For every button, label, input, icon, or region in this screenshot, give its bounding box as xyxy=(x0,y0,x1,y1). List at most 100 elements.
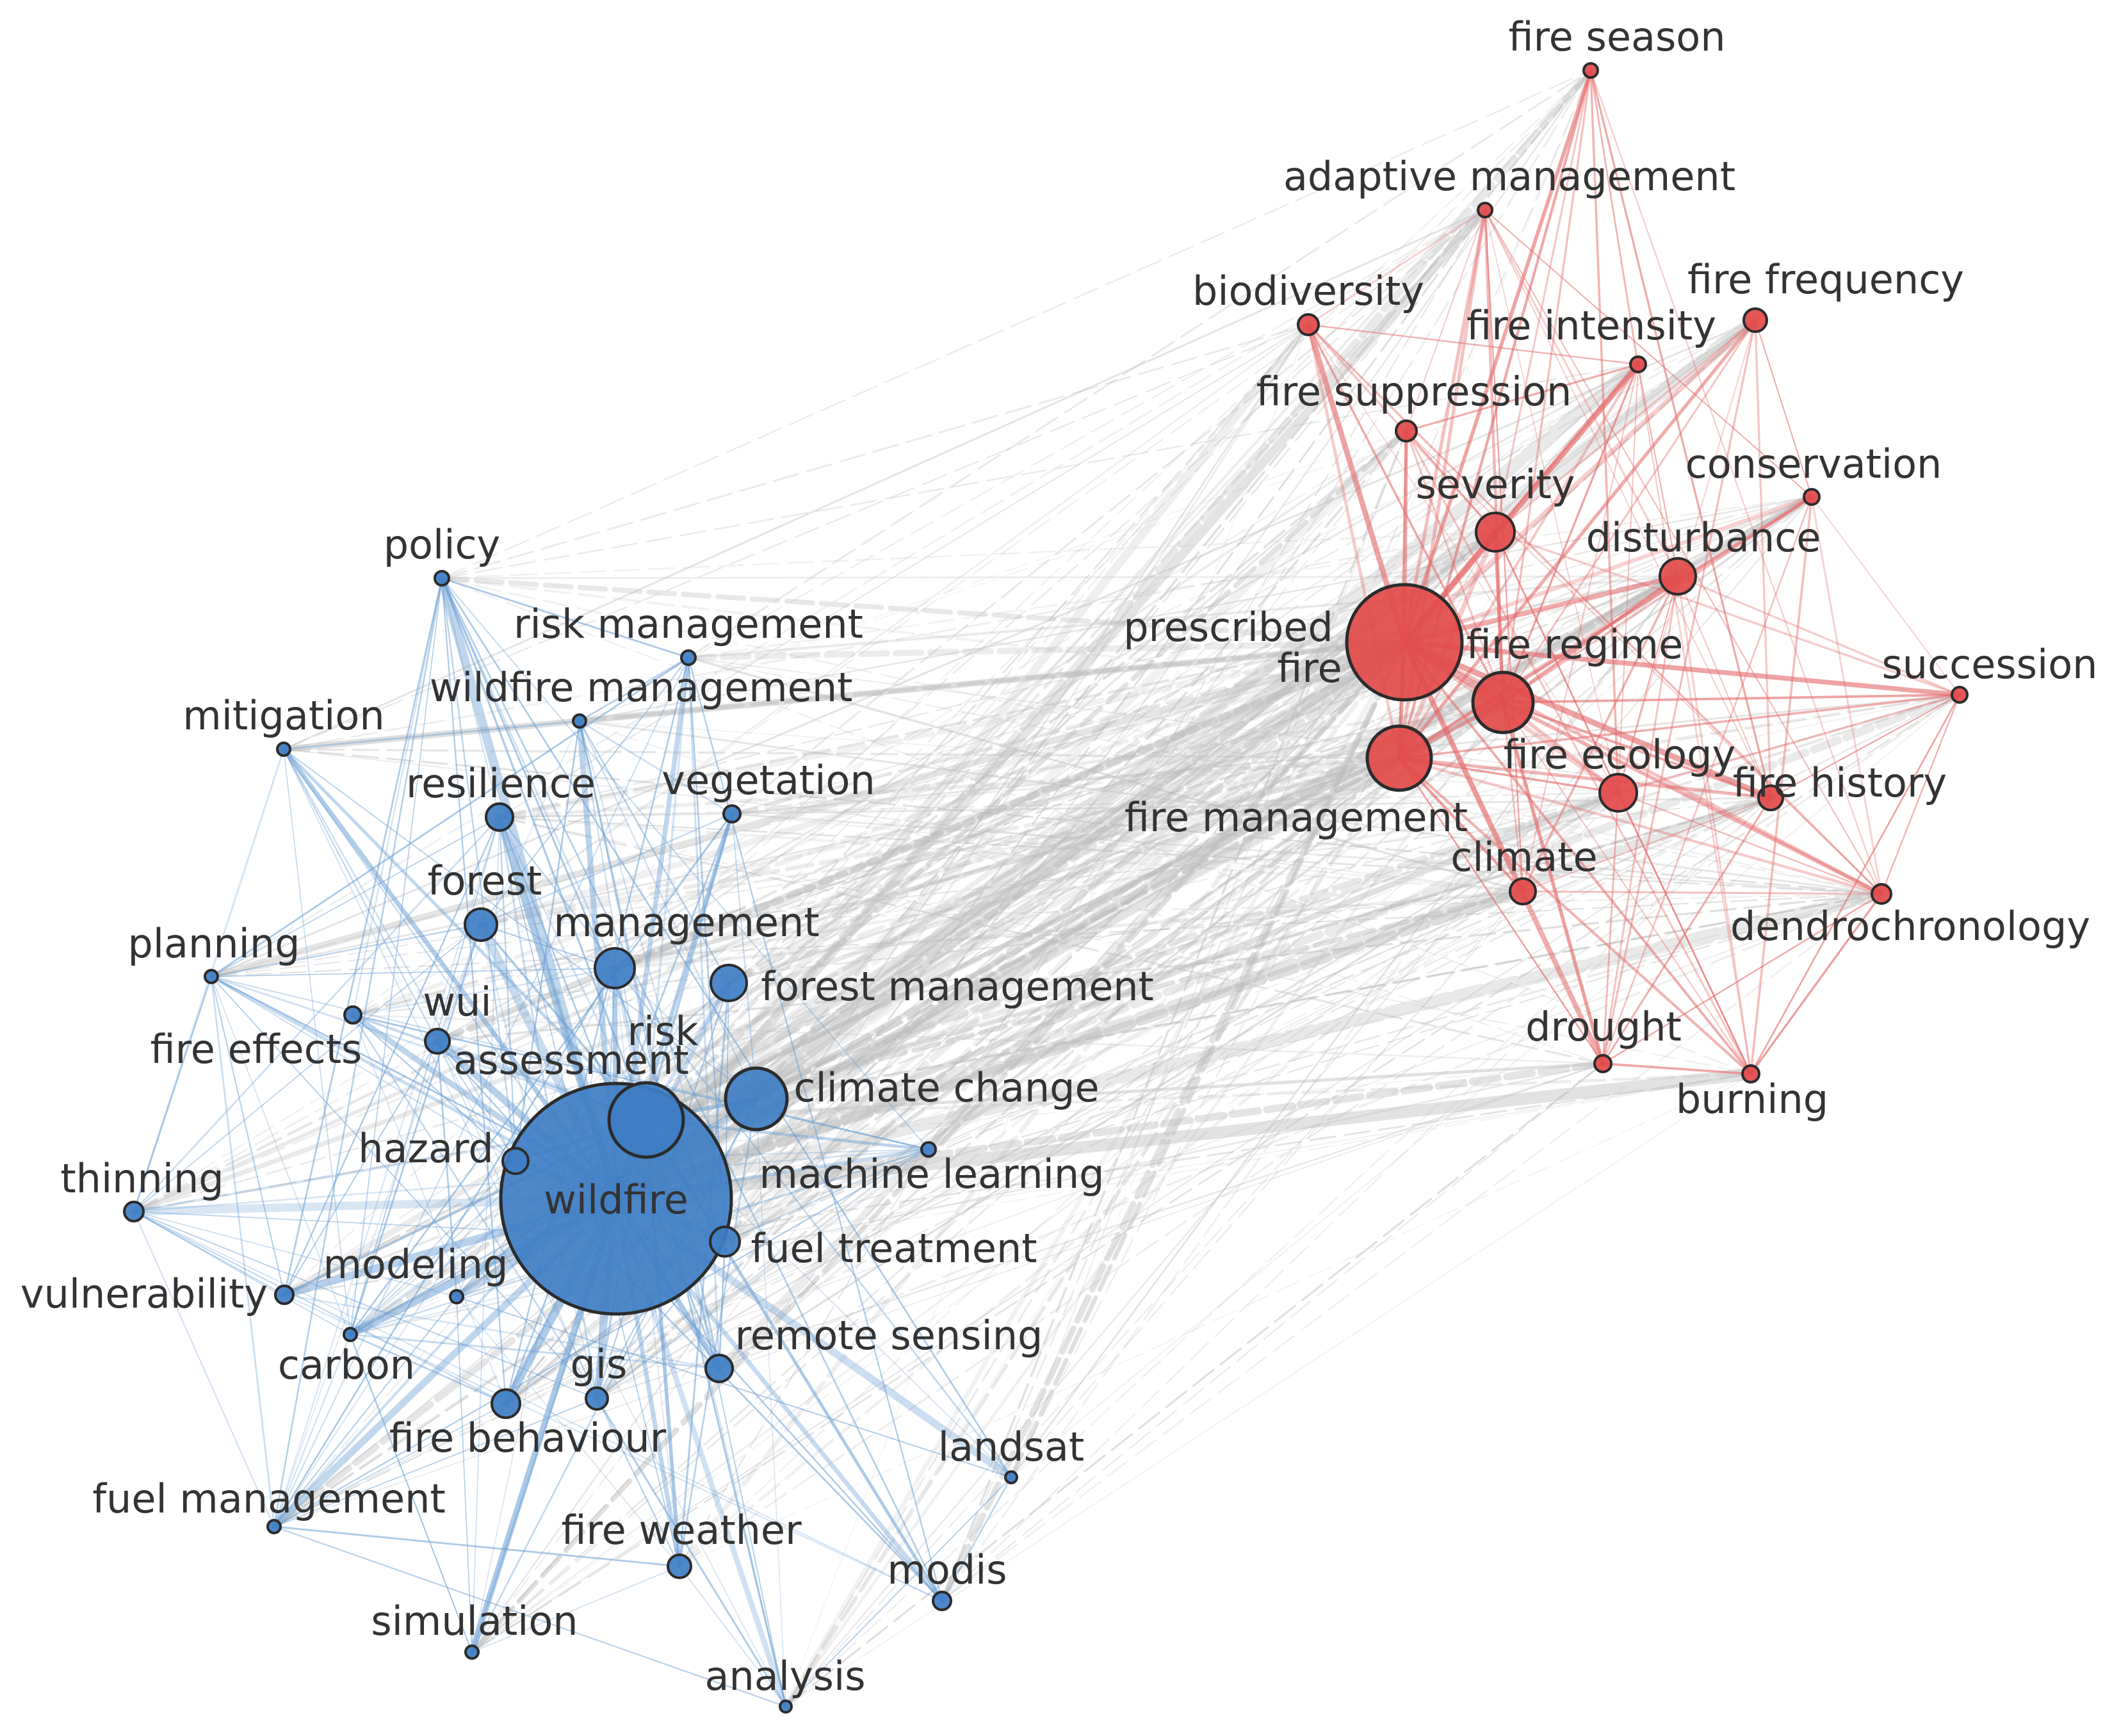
label-drought: drought xyxy=(1525,1003,1682,1050)
blue-edge xyxy=(352,1014,517,1162)
red-edge xyxy=(1589,69,1620,794)
inter-cluster-edge xyxy=(469,640,1407,1655)
label-forest-management: forest management xyxy=(761,963,1154,1010)
node-fuel-treatment xyxy=(709,1226,741,1258)
red-edge xyxy=(1502,496,1813,704)
blue-edge xyxy=(282,748,439,1042)
blue-edge xyxy=(352,577,443,1016)
inter-cluster-edge xyxy=(471,69,1592,1653)
blue-edge xyxy=(273,1525,681,1568)
blue-edge xyxy=(941,1476,1012,1602)
node-fire-frequency xyxy=(1742,307,1768,333)
inter-cluster-edge xyxy=(284,893,1882,1295)
node-resilience xyxy=(485,802,514,832)
blue-edge xyxy=(471,1565,681,1653)
label-fire-weather: fire weather xyxy=(561,1507,802,1553)
red-edge xyxy=(1677,575,1752,1075)
inter-cluster-edge xyxy=(351,756,1401,1017)
inter-cluster-edge xyxy=(784,1062,1604,1708)
inter-cluster-edge xyxy=(727,756,1401,985)
inter-cluster-edge xyxy=(644,1062,1605,1122)
label-fire-intensity: fire intensity xyxy=(1466,302,1716,349)
blue-edge xyxy=(211,976,929,1150)
node-conservation xyxy=(1803,488,1821,506)
blue-edge xyxy=(282,747,648,1122)
inter-cluster-edge xyxy=(941,1063,1604,1602)
inter-cluster-edge xyxy=(1011,70,1591,1478)
inter-cluster-edge xyxy=(613,430,1408,969)
red-edge xyxy=(1397,318,1757,760)
inter-cluster-edge xyxy=(441,69,1592,580)
inter-cluster-edge xyxy=(644,756,1401,1122)
inter-cluster-edge xyxy=(471,694,1961,1653)
label-forest: forest xyxy=(428,857,542,904)
node-simulation xyxy=(464,1644,480,1660)
blue-edge xyxy=(273,1333,352,1528)
inter-cluster-edge xyxy=(505,694,1960,1404)
inter-cluster-edge xyxy=(471,575,1679,1653)
label-modis: modis xyxy=(887,1546,1007,1593)
node-fire-behaviour xyxy=(491,1388,521,1419)
blue-edge xyxy=(579,720,647,1121)
blue-edge xyxy=(210,975,275,1528)
inter-cluster-edge xyxy=(498,791,1620,818)
blue-edge xyxy=(283,1294,943,1602)
inter-cluster-edge xyxy=(724,323,1310,1243)
label-fire-ecology: fire ecology xyxy=(1504,731,1735,778)
inter-cluster-edge xyxy=(282,748,1883,895)
red-edge xyxy=(1501,574,1680,704)
red-edge xyxy=(1617,791,1883,895)
inter-cluster-edge xyxy=(754,494,1814,1101)
blue-edge xyxy=(456,1296,1012,1478)
label-biodiversity: biodiversity xyxy=(1192,268,1424,314)
inter-cluster-edge xyxy=(1011,430,1407,1478)
inter-cluster-edge xyxy=(614,694,1960,969)
label-severity: severity xyxy=(1416,461,1575,508)
inter-cluster-edge xyxy=(927,640,1406,1151)
inter-cluster-edge xyxy=(753,573,1681,1102)
node-carbon xyxy=(343,1327,358,1342)
red-edge xyxy=(1602,1062,1752,1075)
inter-cluster-edge xyxy=(211,797,1771,977)
blue-edge xyxy=(578,720,730,984)
label-fire-suppression: fire suppression xyxy=(1256,368,1572,415)
inter-cluster-edge xyxy=(498,756,1401,819)
blue-edge xyxy=(785,1477,1012,1707)
red-edge xyxy=(1406,209,1486,432)
label-fire-behaviour: fire behaviour xyxy=(389,1415,667,1461)
red-edge xyxy=(1522,364,1639,892)
red-edge xyxy=(1522,890,1883,895)
inter-cluster-edge xyxy=(785,324,1309,1707)
node-forest-management xyxy=(710,964,748,1002)
inter-cluster-edge xyxy=(578,496,1813,722)
inter-cluster-edge xyxy=(131,756,1402,1214)
blue-edge xyxy=(441,577,616,969)
inter-cluster-edge xyxy=(441,363,1639,580)
inter-cluster-edge xyxy=(610,638,1409,973)
inter-cluster-edge xyxy=(515,70,1591,1162)
inter-cluster-edge xyxy=(480,323,1310,926)
blue-edge xyxy=(283,749,757,1099)
inter-cluster-edge xyxy=(609,357,1645,1206)
label-simulation: simulation xyxy=(371,1598,578,1644)
inter-cluster-edge xyxy=(499,816,1751,1075)
blue-edge xyxy=(211,968,615,977)
inter-cluster-edges xyxy=(131,67,1964,1709)
inter-cluster-edge xyxy=(596,757,1401,1400)
blue-edge xyxy=(273,1398,597,1527)
inter-cluster-edge xyxy=(210,893,1883,978)
red-edge xyxy=(1402,640,1962,697)
blue-edge xyxy=(441,577,1012,1479)
inter-cluster-edge xyxy=(596,791,1620,1400)
inter-cluster-edge xyxy=(503,700,1506,1406)
inter-cluster-edge xyxy=(726,639,1408,986)
red-edge xyxy=(1307,323,1883,895)
red-edge xyxy=(1750,893,1883,1075)
label-prescribed-fire-line2: fire xyxy=(1277,645,1342,692)
red-edge xyxy=(1502,363,1639,704)
red-edge xyxy=(1405,363,1639,432)
red-edge xyxy=(1484,209,1882,895)
inter-cluster-edge xyxy=(644,693,1962,1122)
blue-edge xyxy=(211,976,597,1399)
node-forest xyxy=(464,907,498,942)
